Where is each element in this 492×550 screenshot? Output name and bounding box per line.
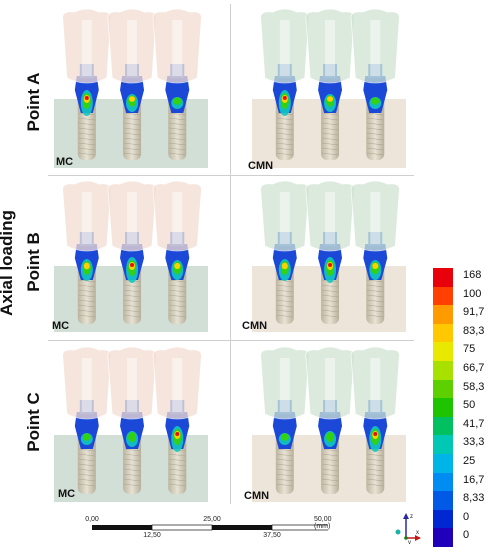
implant-3 (350, 346, 400, 494)
tag-point-a-cmn: CMN (248, 160, 274, 172)
scale-label-50: 50,00 (mm) (314, 516, 332, 530)
legend-value: 168 (463, 269, 482, 281)
panel-point-c-cmn (250, 344, 424, 506)
axial-loading-label: Axial loading (0, 210, 16, 316)
legend-value: 75 (463, 343, 476, 356)
orientation-axes: z x y (394, 510, 422, 546)
legend-swatch (433, 416, 453, 436)
implant-1 (62, 180, 112, 324)
implant-2 (107, 8, 157, 160)
svg-text:z: z (410, 514, 413, 520)
panel-point-b-mc (52, 178, 226, 336)
legend-swatch (433, 472, 453, 492)
row-label-point-c: Point C (24, 392, 43, 452)
legend-swatch (433, 528, 453, 548)
scale-label-37-5: 37,50 (263, 532, 281, 539)
legend-swatch (433, 398, 453, 418)
tag-point-a-mc: MC (56, 156, 74, 168)
legend-value: 16,7 (463, 473, 485, 486)
legend-value: 58,3 (463, 380, 485, 393)
svg-text:y: y (408, 540, 411, 544)
implant-2 (107, 180, 157, 324)
implant-model-drawing (252, 8, 406, 168)
implant-2 (305, 346, 355, 494)
legend-swatch (433, 305, 453, 325)
legend-value: 41,7 (463, 417, 485, 430)
legend-swatch (433, 379, 453, 399)
legend-swatch (433, 509, 453, 529)
row-label-point-b: Point B (24, 232, 43, 292)
implant-3 (350, 8, 400, 160)
panel-point-b-cmn (250, 178, 424, 336)
scale-bar: 0,00 25,00 50,00 (mm) 12,50 37,50 (85, 516, 333, 542)
implant-2 (305, 180, 355, 324)
implant-3 (152, 8, 202, 160)
implant-model-drawing (252, 180, 406, 332)
legend-swatch (433, 323, 453, 343)
tag-point-b-cmn: CMN (242, 320, 268, 332)
tag-point-c-cmn: CMN (244, 490, 270, 502)
column-divider (230, 4, 231, 504)
legend-swatch (433, 268, 453, 288)
legend-value: 100 (463, 287, 482, 300)
legend-swatch (433, 454, 453, 474)
panel-point-a-cmn (250, 6, 424, 172)
implant-model-drawing (54, 180, 208, 332)
legend-swatch (433, 361, 453, 381)
row-label-point-a: Point A (24, 72, 43, 132)
legend-value: 50 (463, 399, 476, 412)
legend-value: 33,3 (463, 436, 485, 449)
legend-value: 8,33 (463, 492, 485, 505)
legend-value: 25 (463, 455, 476, 467)
implant-1 (260, 346, 310, 494)
legend-value: 91,7 (463, 306, 485, 319)
implant-model-drawing (54, 8, 208, 168)
implant-3 (152, 180, 202, 324)
panel-point-c-mc (52, 344, 226, 506)
legend-swatch (433, 286, 453, 306)
svg-text:x: x (416, 530, 419, 536)
legend-value: 0 (463, 529, 470, 542)
implant-1 (260, 180, 310, 324)
legend-swatch (433, 435, 453, 455)
legend-value: 83,3 (463, 324, 485, 337)
legend-swatch (433, 491, 453, 511)
row-divider-1 (48, 175, 414, 176)
scale-label-25: 25,00 (203, 516, 221, 523)
implant-model-drawing (252, 346, 406, 502)
scale-label-12-5: 12,50 (143, 532, 161, 539)
implant-1 (62, 8, 112, 160)
implant-model-drawing (54, 346, 208, 502)
scale-label-0: 0,00 (85, 516, 99, 523)
legend-value: 0 (463, 510, 470, 523)
tag-point-b-mc: MC (52, 320, 70, 332)
implant-1 (62, 346, 112, 494)
legend-swatch (433, 342, 453, 362)
implant-3 (152, 346, 202, 494)
tag-point-c-mc: MC (58, 488, 76, 500)
implant-2 (107, 346, 157, 494)
row-divider-2 (48, 340, 414, 341)
implant-1 (260, 8, 310, 160)
implant-2 (305, 8, 355, 160)
panel-point-a-mc (52, 6, 226, 172)
implant-3 (350, 180, 400, 324)
legend-value: 66,7 (463, 362, 485, 374)
